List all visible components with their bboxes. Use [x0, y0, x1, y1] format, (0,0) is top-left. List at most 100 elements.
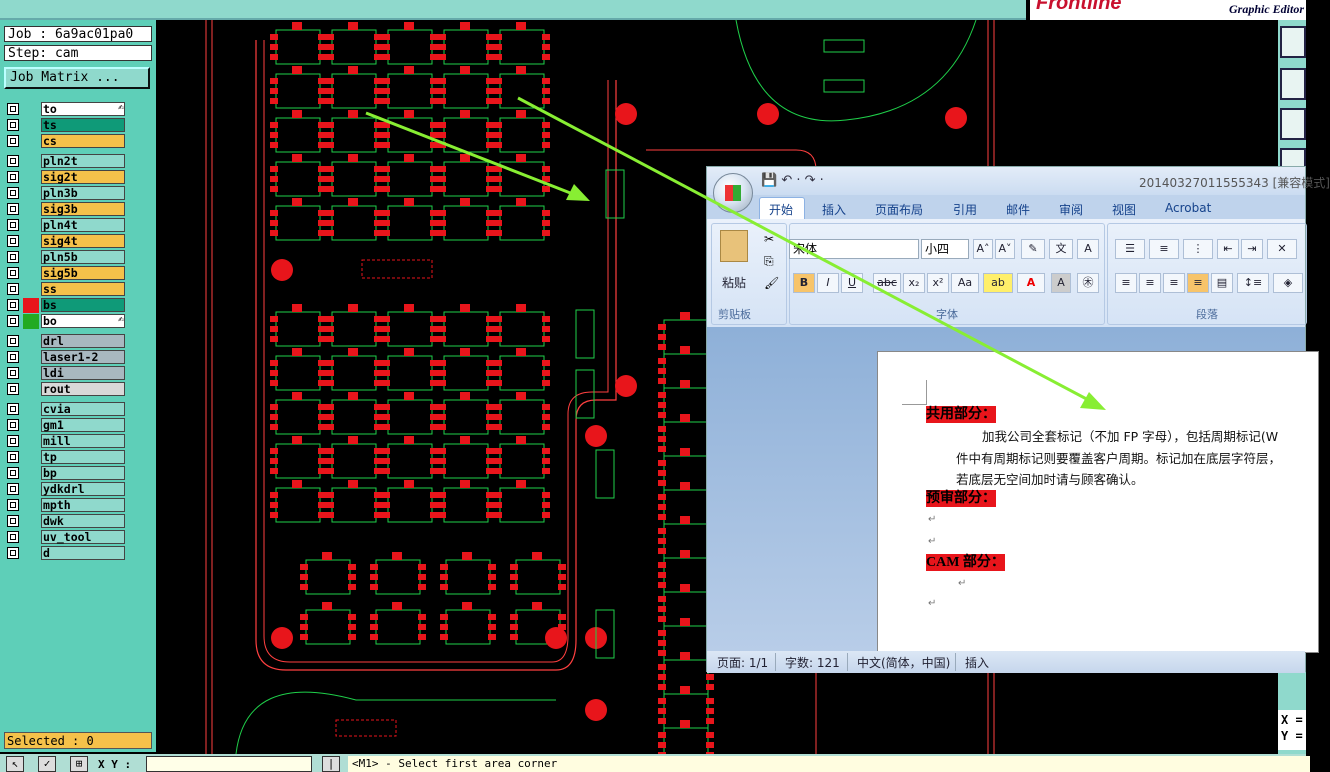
layer-row[interactable]: mill	[4, 434, 126, 449]
layer-row[interactable]: drl	[4, 334, 126, 349]
status-language[interactable]: 中文(简体，中国)	[857, 656, 951, 670]
strikethrough-button[interactable]: abc	[873, 273, 901, 293]
layer-checkbox[interactable]	[7, 235, 19, 247]
tab-references[interactable]: 引用	[953, 203, 978, 217]
layer-name[interactable]: pln5b	[41, 250, 125, 264]
layer-name[interactable]: ss	[41, 282, 125, 296]
layer-color-swatch[interactable]	[23, 530, 39, 545]
layer-row[interactable]: cs	[4, 134, 126, 149]
layer-row[interactable]: mpth	[4, 498, 126, 513]
layer-checkbox[interactable]	[7, 367, 19, 379]
arrow-tool-icon[interactable]: ↖	[6, 756, 24, 772]
layer-row[interactable]: sig5b	[4, 266, 126, 281]
char-shading-icon[interactable]: A	[1051, 273, 1071, 293]
tool-button-4[interactable]	[1280, 148, 1306, 168]
layer-color-swatch[interactable]	[23, 234, 39, 249]
layer-color-swatch[interactable]	[23, 282, 39, 297]
layer-color-swatch[interactable]	[23, 170, 39, 185]
job-matrix-button[interactable]: Job Matrix ...	[4, 67, 150, 89]
layer-name[interactable]: laser1-2	[41, 350, 125, 364]
layer-checkbox[interactable]	[7, 119, 19, 131]
layer-checkbox[interactable]	[7, 547, 19, 559]
layer-color-swatch[interactable]	[23, 334, 39, 349]
tab-acrobat[interactable]: Acrobat	[1165, 201, 1212, 215]
layer-name[interactable]: dwk	[41, 514, 125, 528]
layer-color-swatch[interactable]	[23, 450, 39, 465]
layer-name[interactable]: mpth	[41, 498, 125, 512]
format-painter-icon[interactable]: 🖌	[764, 276, 780, 290]
layer-name[interactable]: ydkdrl	[41, 482, 125, 496]
layer-name[interactable]: cs	[41, 134, 125, 148]
layer-name[interactable]: cvia	[41, 402, 125, 416]
change-case-button[interactable]: Aa	[951, 273, 979, 293]
grow-font-icon[interactable]: A˄	[973, 239, 993, 259]
status-words[interactable]: 字数: 121	[785, 656, 840, 670]
layer-name[interactable]: bp	[41, 466, 125, 480]
layer-row[interactable]: tp	[4, 450, 126, 465]
check-tool-icon[interactable]: ✓	[38, 756, 56, 772]
layer-name[interactable]: drl	[41, 334, 125, 348]
cut-icon[interactable]: ✂	[764, 232, 775, 246]
layer-name[interactable]: mill	[41, 434, 125, 448]
layer-name[interactable]: rout	[41, 382, 125, 396]
tab-mailings[interactable]: 邮件	[1006, 203, 1031, 217]
layer-row[interactable]: sig4t	[4, 234, 126, 249]
layer-name[interactable]: tp	[41, 450, 125, 464]
layer-checkbox[interactable]	[7, 171, 19, 183]
layer-checkbox[interactable]	[7, 499, 19, 511]
layer-color-swatch[interactable]	[23, 498, 39, 513]
layer-color-swatch[interactable]	[23, 514, 39, 529]
underline-button[interactable]: U	[841, 273, 863, 293]
layer-row[interactable]: sig2t	[4, 170, 126, 185]
layer-color-swatch[interactable]	[23, 154, 39, 169]
tab-insert[interactable]: 插入	[822, 203, 847, 217]
shrink-font-icon[interactable]: A˅	[995, 239, 1015, 259]
layer-name[interactable]: pln4t	[41, 218, 125, 232]
layer-name[interactable]: bs	[41, 298, 125, 312]
layer-row[interactable]: d	[4, 546, 126, 561]
layer-checkbox[interactable]	[7, 467, 19, 479]
layer-row[interactable]: to✍	[4, 102, 126, 117]
font-size-select[interactable]: 小四	[921, 239, 969, 259]
layer-color-swatch[interactable]	[23, 298, 39, 313]
layer-checkbox[interactable]	[7, 299, 19, 311]
layer-checkbox[interactable]	[7, 155, 19, 167]
multilevel-icon[interactable]: ⋮	[1183, 239, 1213, 259]
layer-name[interactable]: ts	[41, 118, 125, 132]
layer-color-swatch[interactable]	[23, 482, 39, 497]
layer-color-swatch[interactable]	[23, 218, 39, 233]
layer-color-swatch[interactable]	[23, 466, 39, 481]
layer-row[interactable]: pln3b	[4, 186, 126, 201]
align-left-icon[interactable]: ≡	[1115, 273, 1137, 293]
paste-label[interactable]: 粘贴	[722, 276, 747, 290]
layer-color-swatch[interactable]	[23, 350, 39, 365]
layer-color-swatch[interactable]	[23, 418, 39, 433]
enclose-char-icon[interactable]: ㊍	[1077, 273, 1099, 293]
tool-button-3[interactable]	[1280, 108, 1306, 140]
paste-icon[interactable]	[720, 230, 748, 262]
char-border-icon[interactable]: A	[1077, 239, 1099, 259]
tab-home[interactable]: 开始	[769, 203, 794, 217]
layer-checkbox[interactable]	[7, 335, 19, 347]
layer-row[interactable]: bp	[4, 466, 126, 481]
layer-color-swatch[interactable]	[23, 102, 39, 117]
tab-view[interactable]: 视图	[1112, 203, 1137, 217]
copy-icon[interactable]: ⎘	[764, 254, 774, 268]
layer-checkbox[interactable]	[7, 103, 19, 115]
layer-color-swatch[interactable]	[23, 186, 39, 201]
layer-checkbox[interactable]	[7, 531, 19, 543]
layer-color-swatch[interactable]	[23, 134, 39, 149]
superscript-button[interactable]: x²	[927, 273, 949, 293]
document-page[interactable]: 共用部分： 加我公司全套标记（不加 FP 字母），包括周期标记(W 件中有周期标…	[877, 351, 1319, 653]
layer-checkbox[interactable]	[7, 419, 19, 431]
tab-review[interactable]: 审阅	[1059, 203, 1084, 217]
italic-button[interactable]: I	[817, 273, 839, 293]
layer-name[interactable]: sig5b	[41, 266, 125, 280]
layer-checkbox[interactable]	[7, 351, 19, 363]
status-page[interactable]: 页面: 1/1	[717, 656, 769, 670]
clear-format-icon[interactable]: ✎	[1021, 239, 1045, 259]
layer-row[interactable]: uv_tool	[4, 530, 126, 545]
layer-row[interactable]: ts	[4, 118, 126, 133]
layer-row[interactable]: dwk	[4, 514, 126, 529]
layer-name[interactable]: sig4t	[41, 234, 125, 248]
